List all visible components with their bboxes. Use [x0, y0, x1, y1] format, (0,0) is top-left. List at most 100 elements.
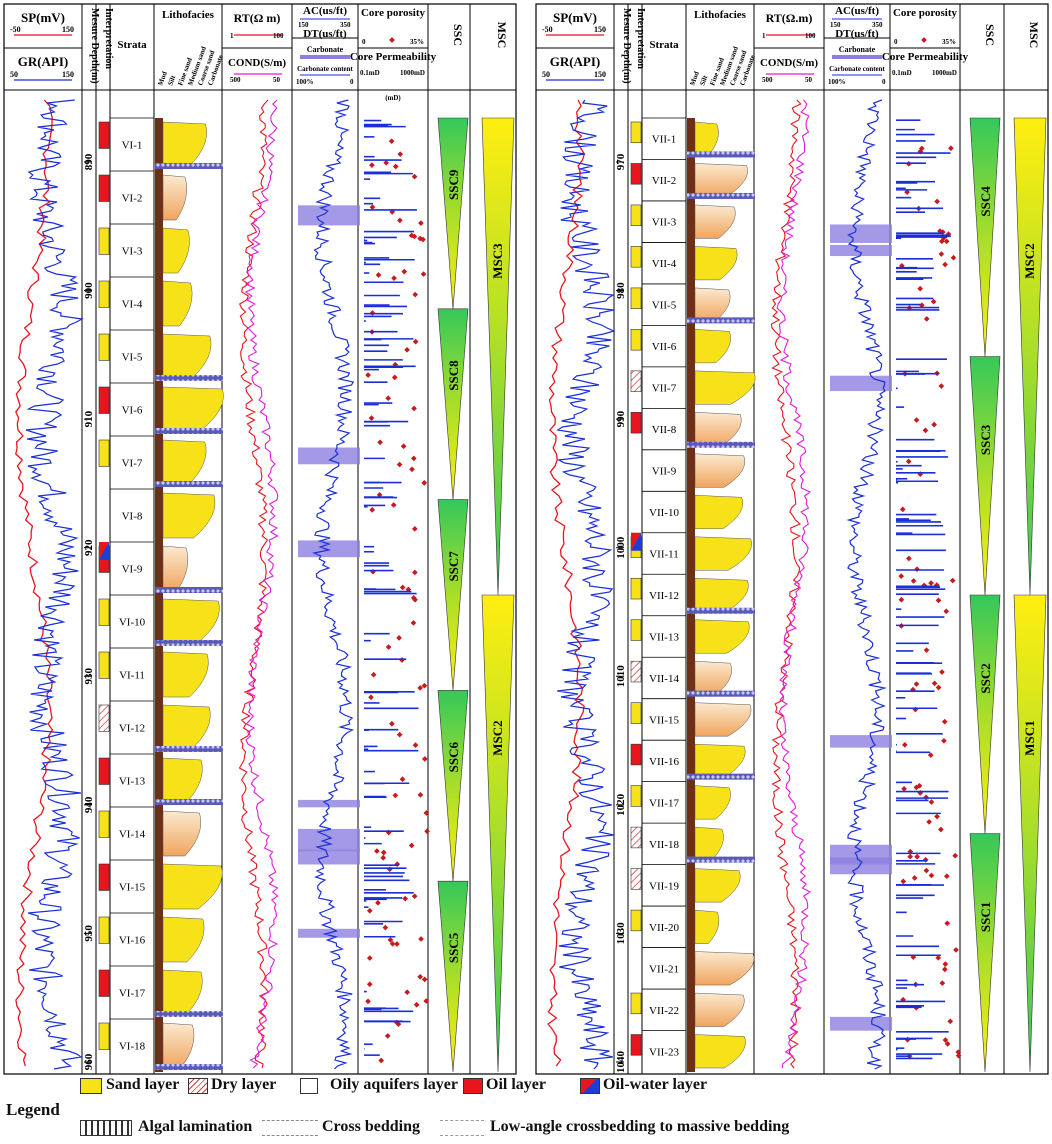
porosity-marker	[423, 998, 430, 1004]
strata-label: VII-21	[649, 963, 679, 975]
porosity-marker	[420, 271, 427, 277]
svg-text:150: 150	[830, 21, 841, 29]
svg-text:DT(us/ft): DT(us/ft)	[835, 28, 879, 40]
porosity-marker	[911, 875, 918, 881]
strata-label: VII-9	[652, 466, 677, 478]
lithofacies-body	[694, 121, 719, 156]
strata-label: VI-14	[119, 829, 146, 841]
porosity-marker	[402, 895, 409, 902]
porosity-marker	[369, 204, 376, 211]
lithofacies-body	[694, 204, 736, 239]
porosity-marker	[417, 973, 424, 980]
svg-text:35%: 35%	[410, 38, 424, 46]
svg-text:(mD): (mD)	[385, 94, 401, 102]
legend-oil-water: Oil-water layer	[603, 1076, 708, 1093]
strata-label: VI-10	[119, 617, 146, 629]
algal-lamination-band	[687, 441, 755, 448]
porosity-marker	[378, 1057, 385, 1064]
porosity-marker	[377, 439, 383, 446]
porosity-marker	[928, 799, 935, 805]
porosity-marker	[411, 405, 417, 412]
oil-swatch	[463, 1078, 483, 1094]
porosity-marker	[938, 251, 945, 257]
svg-text:-50: -50	[542, 25, 553, 34]
lithofacies-body	[694, 329, 731, 364]
porosity-marker	[368, 694, 374, 701]
porosity-marker	[399, 584, 406, 591]
svg-text:100%: 100%	[828, 78, 846, 86]
ssc-triangle	[437, 499, 469, 691]
strata-label: VII-16	[649, 756, 679, 768]
lithofacies-body	[694, 495, 743, 530]
svg-text:Silt: Silt	[698, 74, 709, 87]
svg-text:COND(S/m): COND(S/m)	[760, 57, 818, 69]
strata-label: VII-12	[649, 590, 679, 602]
msc-triangle	[1013, 117, 1047, 596]
svg-text:0: 0	[350, 78, 354, 86]
porosity-marker	[944, 1041, 951, 1047]
depth-label: 980	[615, 282, 627, 299]
algal-lamination-band	[155, 1064, 223, 1070]
porosity-marker	[385, 644, 392, 650]
porosity-marker	[375, 899, 381, 906]
strata-label: VII-6	[652, 341, 677, 353]
strata-label: VII-14	[649, 673, 679, 685]
ssc-triangle	[437, 117, 469, 309]
ssc-triangle	[969, 833, 1001, 1073]
lithofacies-body	[162, 704, 211, 751]
porosity-marker	[421, 976, 428, 983]
svg-text:RT(Ω.m): RT(Ω.m)	[766, 11, 813, 25]
porosity-marker	[382, 924, 389, 931]
lithofacies-body	[162, 863, 223, 910]
lithofacies-body	[162, 545, 189, 592]
interp-block	[630, 619, 642, 641]
strata-label: VI-7	[122, 458, 143, 470]
porosity-marker	[922, 427, 929, 434]
interp-block	[630, 868, 642, 890]
porosity-marker	[401, 268, 408, 275]
porosity-marker	[935, 955, 942, 961]
svg-text:Carbonate content: Carbonate content	[297, 65, 353, 73]
strata-label: VI-8	[122, 511, 143, 523]
lithofacies-body	[694, 163, 748, 198]
porosity-marker	[900, 878, 907, 885]
porosity-marker	[906, 555, 912, 562]
porosity-marker	[369, 162, 375, 168]
svg-text:0: 0	[894, 38, 898, 46]
porosity-marker	[420, 236, 426, 243]
algal-lamination-band	[687, 856, 755, 863]
porosity-marker	[910, 578, 917, 584]
porosity-marker	[916, 782, 923, 789]
lithofacies-body	[694, 951, 755, 986]
porosity-marker	[934, 813, 940, 820]
lithofacies-body	[162, 916, 205, 963]
porosity-marker	[417, 792, 424, 798]
strata-label: VII-11	[649, 549, 679, 561]
svg-text:1: 1	[230, 32, 234, 40]
porosity-marker	[417, 685, 423, 691]
carbonate-band	[298, 540, 360, 558]
porosity-marker	[383, 159, 389, 166]
porosity-marker	[394, 861, 401, 867]
ssc-label: SSC9	[446, 169, 461, 200]
porosity-marker	[939, 669, 945, 675]
mud-column	[155, 118, 163, 1072]
msc-header: MSC	[495, 22, 509, 49]
legend-title: Legend	[6, 1100, 60, 1119]
svg-text:0.1mD: 0.1mD	[892, 69, 912, 77]
interp-block	[98, 280, 110, 308]
ac-header: AC(us/ft)	[303, 5, 347, 17]
porosity-marker	[396, 461, 403, 468]
porosity-marker	[409, 466, 415, 473]
lithofacies-body	[162, 598, 220, 645]
porosity-marker	[392, 163, 399, 170]
ssc-label: SSC8	[446, 360, 461, 391]
porosity-marker	[395, 1021, 402, 1027]
interp-block	[630, 660, 642, 683]
lowangle-swatch	[440, 1120, 484, 1136]
porosity-marker	[913, 681, 920, 687]
porosity-marker	[902, 742, 908, 748]
depth-label: 930	[83, 668, 95, 685]
sand-swatch	[80, 1078, 102, 1094]
porosity-marker	[941, 718, 948, 725]
